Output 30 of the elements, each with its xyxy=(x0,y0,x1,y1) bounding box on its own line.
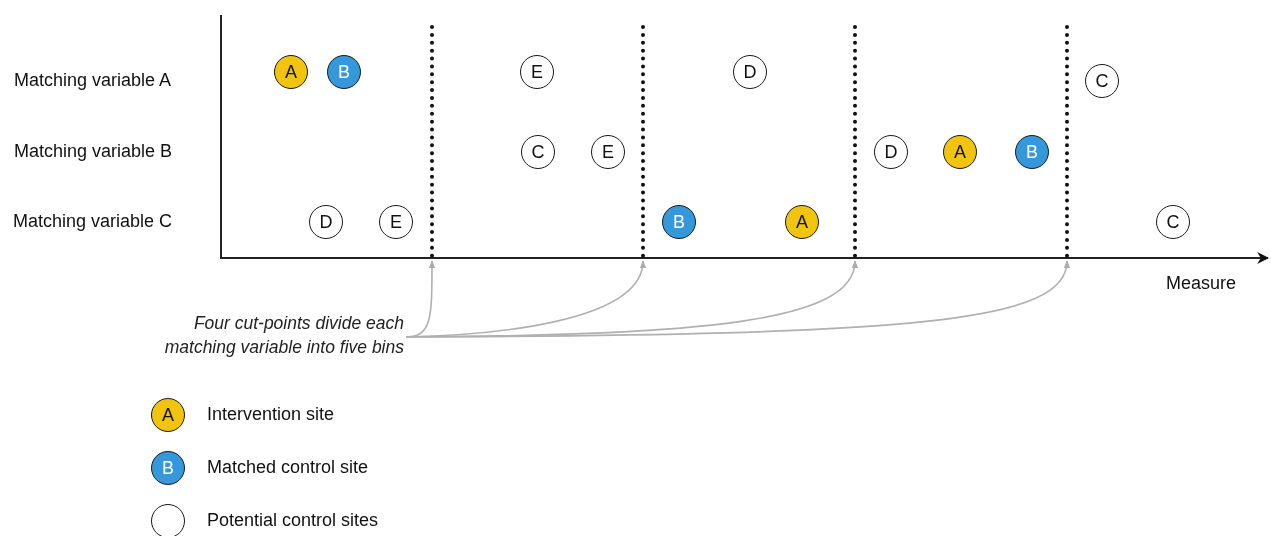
legend-label: Potential control sites xyxy=(207,510,379,531)
site-circle: B xyxy=(327,55,361,89)
site-circle: A xyxy=(943,135,977,169)
site-circle: E xyxy=(591,135,625,169)
cut-point-line xyxy=(853,25,857,258)
site-circle: C xyxy=(1085,64,1119,98)
site-circle: A xyxy=(785,205,819,239)
site-circle: C xyxy=(521,135,555,169)
axis-label: Measure xyxy=(1166,273,1237,294)
legend-label: Intervention site xyxy=(207,404,335,425)
row-label: Matching variable C xyxy=(13,211,173,232)
site-circle: B xyxy=(1015,135,1049,169)
cut-point-line xyxy=(1065,25,1069,258)
site-circle: E xyxy=(379,205,413,239)
site-circle: A xyxy=(274,55,308,89)
site-circle: D xyxy=(309,205,343,239)
row-label: Matching variable B xyxy=(14,141,173,162)
legend-label: Matched control site xyxy=(207,457,369,478)
site-circle: D xyxy=(874,135,908,169)
row-label: Matching variable A xyxy=(14,70,172,91)
site-circle: B xyxy=(662,205,696,239)
site-circle: D xyxy=(733,55,767,89)
legend-swatch: A xyxy=(151,398,185,432)
cut-point-line xyxy=(641,25,645,258)
annotation-text: Four cut-points divide each matching variable into five bins xyxy=(134,311,404,359)
site-circle: C xyxy=(1156,205,1190,239)
arrow xyxy=(405,260,1069,338)
site-circle: E xyxy=(520,55,554,89)
cut-point-line xyxy=(430,25,434,258)
legend-swatch: B xyxy=(151,451,185,485)
